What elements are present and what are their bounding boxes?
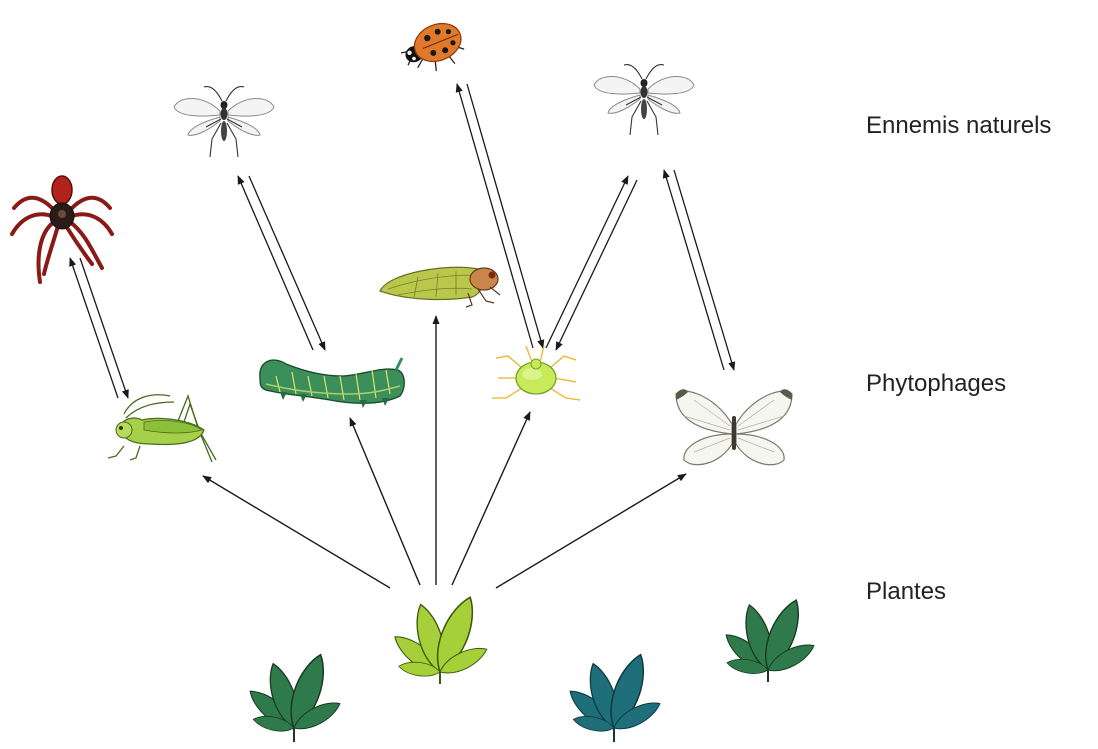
arrow-plant-to-butterfly xyxy=(496,474,686,588)
arrow-ladybug-to-aphid xyxy=(467,84,543,348)
caterpillar-icon xyxy=(260,358,404,408)
arrow-caterpillar-to-wasp xyxy=(238,176,313,350)
arrow-aphid-to-ladybug xyxy=(457,84,533,348)
plant-icon xyxy=(389,592,490,684)
level-label-plants: Plantes xyxy=(866,578,946,606)
arrow-wasp-to-aphid xyxy=(556,180,637,350)
grasshopper-icon xyxy=(108,395,216,462)
arrow-wasp-to-caterpillar xyxy=(249,176,325,350)
arrow-spider-to-grasshopper xyxy=(80,258,128,398)
spider-icon xyxy=(12,176,112,282)
arrow-plant-to-aphid xyxy=(452,412,530,585)
parasitoid-wasp-icon xyxy=(174,87,274,157)
arrow-aphid-to-wasp xyxy=(546,176,628,348)
aphid-icon xyxy=(492,346,580,400)
herbivore-enemy-arrows xyxy=(70,84,734,398)
parasitoid-wasp-icon xyxy=(594,65,694,135)
plant-icon xyxy=(564,650,663,742)
plant-icon xyxy=(244,650,343,742)
arrow-plant-to-caterpillar xyxy=(350,418,420,585)
plant-to-herbivore-arrows xyxy=(203,316,686,588)
cicada-icon xyxy=(380,267,500,307)
arrow-plant-to-grasshopper xyxy=(203,476,390,588)
level-label-phytophages: Phytophages xyxy=(866,370,1006,398)
arrow-grasshopper-to-spider xyxy=(70,258,118,398)
level-label-enemies: Ennemis naturels xyxy=(866,112,1051,140)
arrow-wasp-to-butterfly xyxy=(674,170,734,370)
plant-icon xyxy=(721,596,818,682)
white-butterfly-icon xyxy=(676,389,792,465)
ladybug-icon xyxy=(396,17,470,81)
arrow-butterfly-to-wasp xyxy=(664,170,724,370)
